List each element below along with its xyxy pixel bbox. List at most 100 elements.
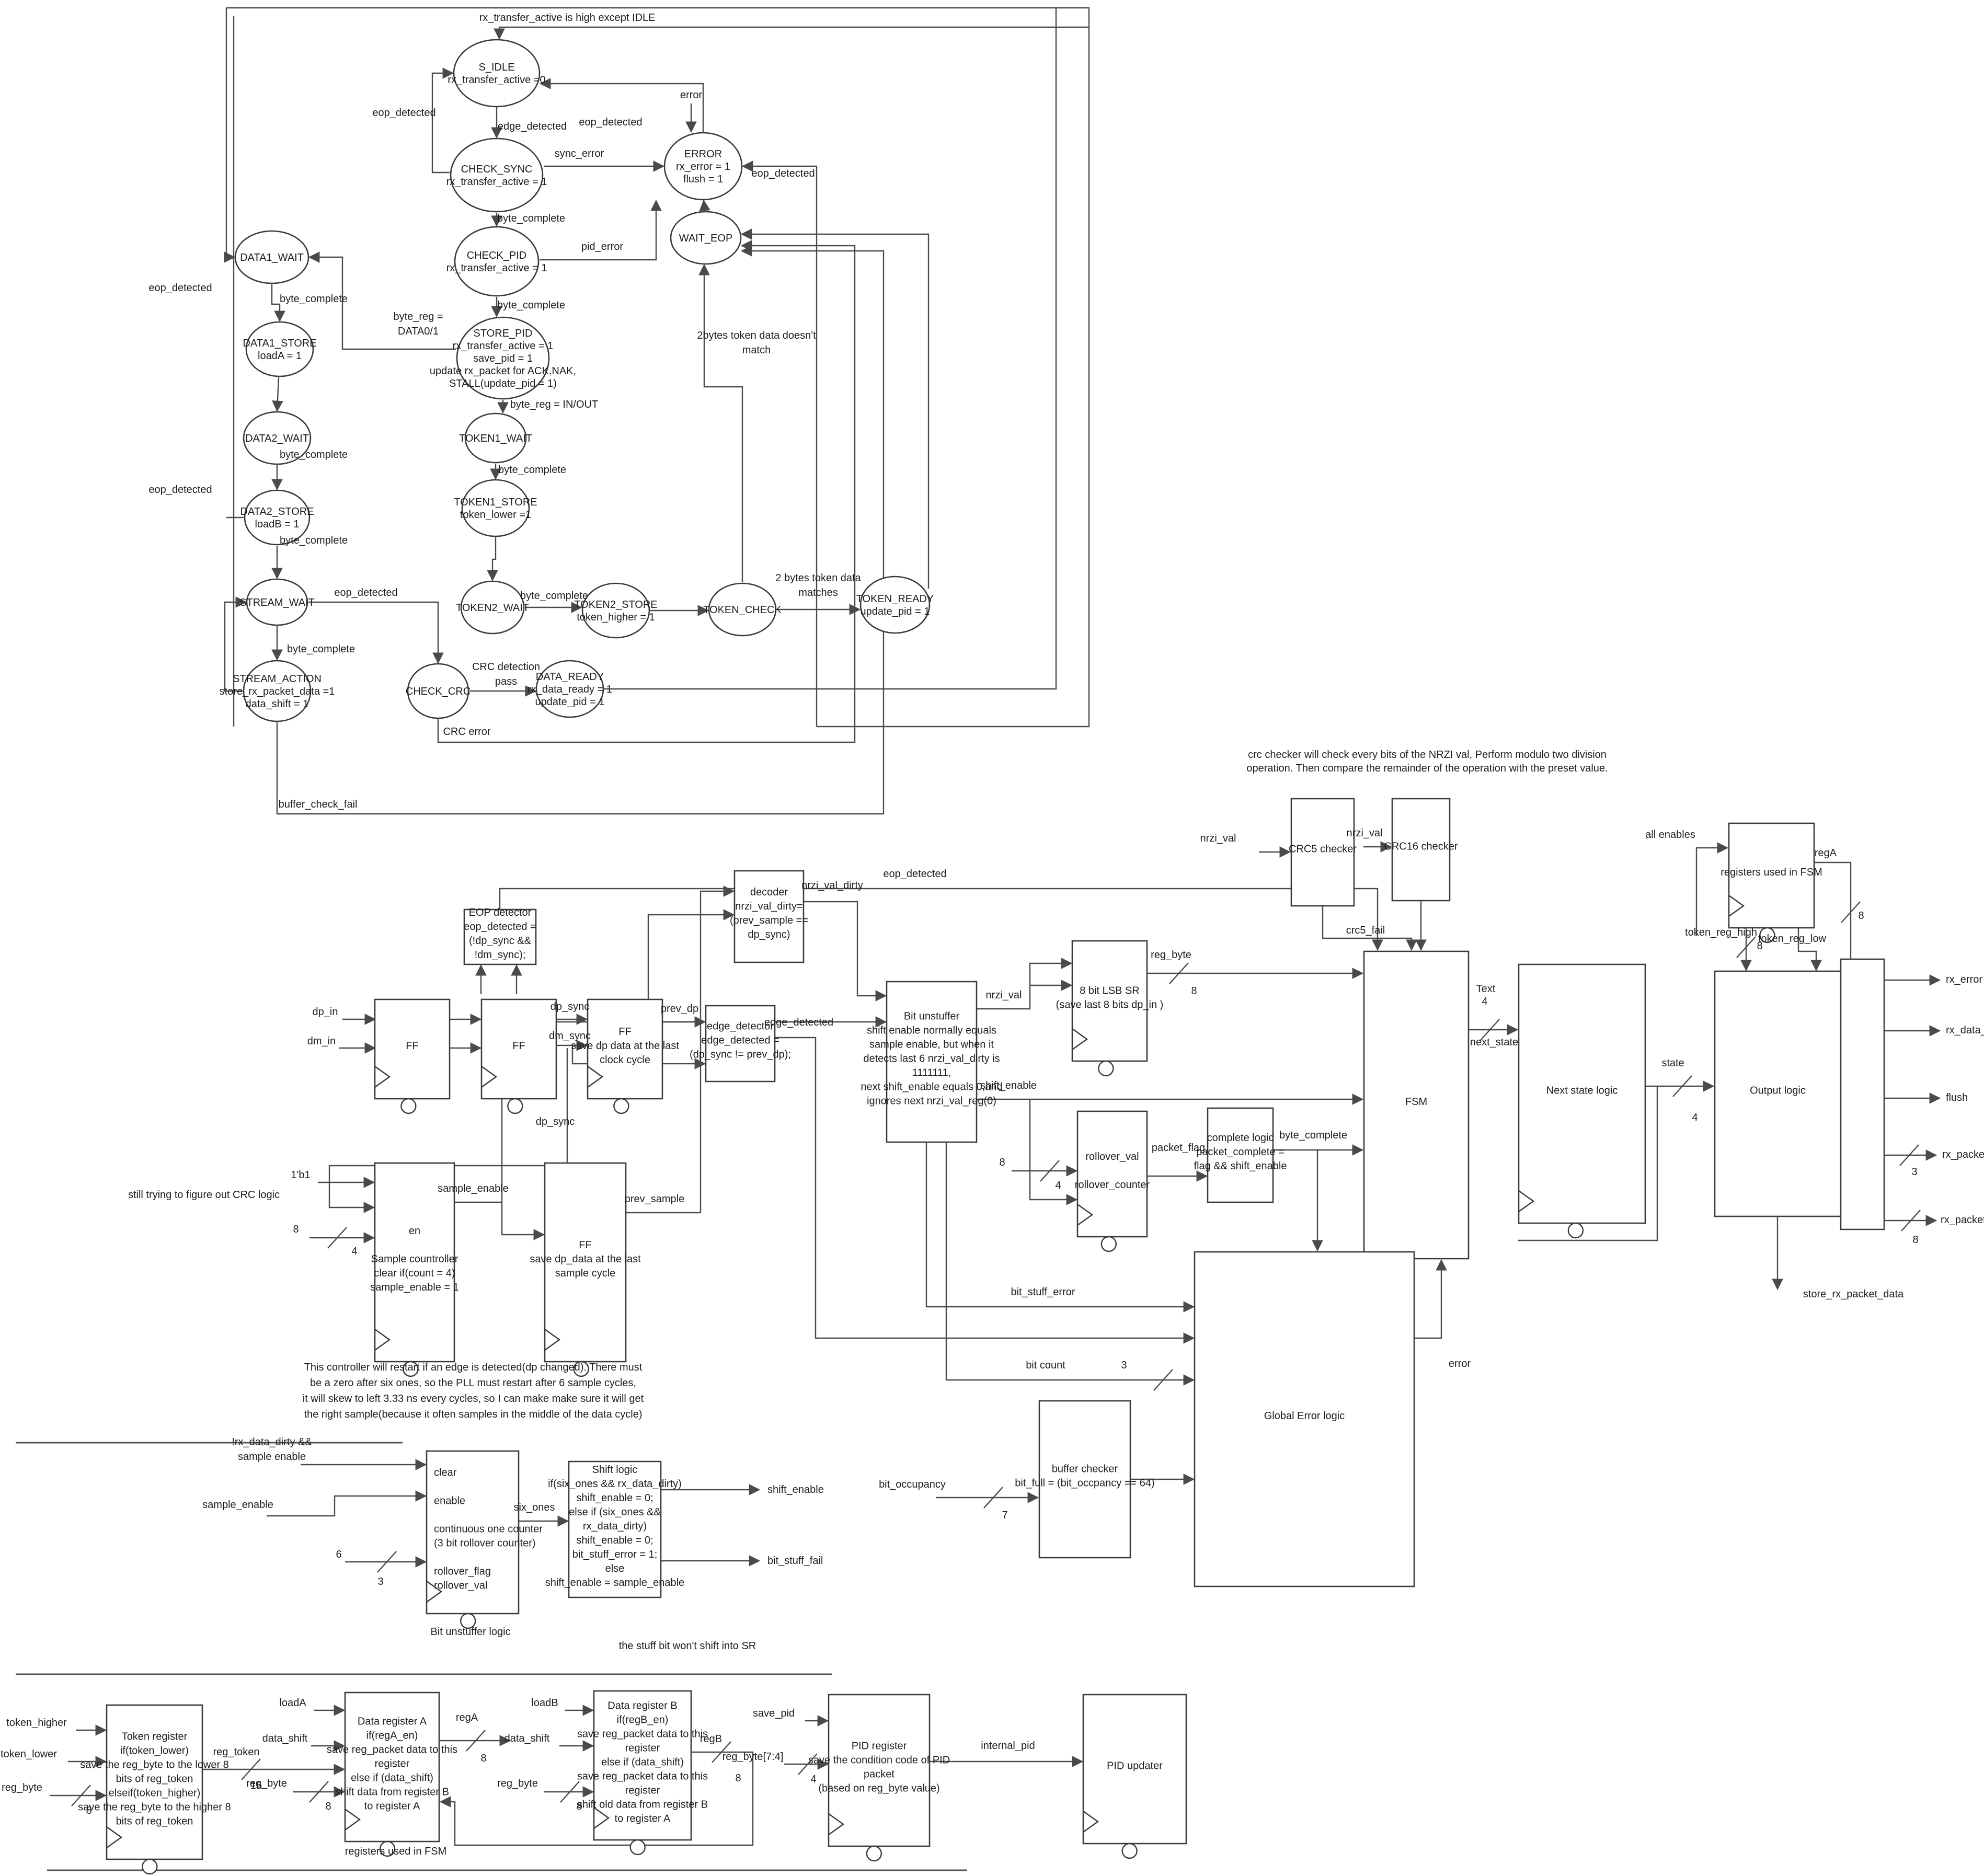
label-rx-packet: rx_packet: [1942, 1149, 1984, 1160]
label-reg-byte-2: reg_byte: [2, 1782, 42, 1793]
label-bus8-b: 8: [576, 1801, 582, 1812]
label-bus8-roll: 8: [999, 1157, 1005, 1168]
label-dp-sync-2: dp_sync: [536, 1116, 575, 1127]
clock-chevron-icon: [481, 1066, 498, 1088]
bus-width-slash: [327, 1227, 347, 1249]
state-label-token1-wait: TOKEN1_WAIT: [459, 433, 532, 444]
wire-d1store-d2wait: [272, 377, 283, 412]
label-nrzi-val-1: nrzi_val: [1200, 833, 1236, 844]
block-ff1: [374, 998, 451, 1100]
block-label-lsb-sr: 8 bit LSB SR(save last 8 bits dp_in ): [1056, 985, 1164, 1011]
wire-store-to-d1wait: [308, 251, 456, 350]
label-const-1b1: 1'b1: [291, 1169, 310, 1181]
block-pid-updater: [1082, 1694, 1187, 1845]
wire-pid-error-w: [540, 199, 662, 261]
wire-outer-left: [224, 8, 236, 263]
label-bus8-rxpd: 8: [1912, 1234, 1918, 1246]
label-bus8-regb: 8: [735, 1773, 741, 1784]
wire-crc5-fail-w: [1322, 906, 1417, 951]
bus-width-slash: [798, 1753, 818, 1775]
label-loadB: loadB: [531, 1697, 558, 1709]
label-bit-unstuffer-caption: Bit unstuffer logic: [430, 1626, 510, 1638]
block-label-one-counter: clear enable continuous one counter(3 bi…: [434, 1467, 543, 1592]
clock-chevron-icon: [1518, 1190, 1535, 1212]
state-token2-wait: [460, 580, 525, 635]
label-byte-complete-5: byte_complete: [280, 449, 348, 461]
block-label-crc5-checker: CRC5 checker: [1289, 844, 1357, 855]
label-crc5-fail: crc5_fail: [1346, 925, 1385, 936]
bus-width-slash: [1672, 1075, 1692, 1097]
clock-bubble-icon: [1100, 1236, 1117, 1252]
wire-sample-clear-w: [328, 1048, 568, 1213]
label-bus4-pid: 4: [810, 1774, 816, 1785]
wire-eopright-err: [741, 160, 818, 727]
state-stream-action: [243, 660, 312, 722]
label-eop-detected-6: eop_detected: [334, 587, 397, 599]
state-check-sync: [450, 137, 544, 213]
clock-chevron-icon: [106, 1826, 123, 1848]
clock-chevron-icon: [374, 1329, 391, 1351]
bus-width-slash: [1480, 1019, 1500, 1041]
wire-saction-loop: [224, 596, 247, 692]
label-data-shift-2: data_shift: [504, 1733, 550, 1744]
label-dm-sync: dm_sync: [549, 1030, 591, 1042]
bus-width-slash: [377, 1551, 397, 1573]
wire-right-return: [603, 8, 1057, 690]
label-regA-2: regA: [456, 1712, 478, 1723]
clock-bubble-icon: [379, 1840, 396, 1857]
wire-regA-w: [1814, 861, 1856, 972]
wire-error-w: [1414, 1259, 1447, 1339]
clock-chevron-icon: [1083, 1811, 1099, 1833]
bus-width-slash: [1153, 1369, 1173, 1391]
label-byte-complete-1: byte_complete: [497, 213, 565, 224]
label-reg-byte-4: reg_byte: [497, 1778, 538, 1789]
clock-bubble-icon: [460, 1613, 476, 1629]
label-bus3-roll: 3: [377, 1576, 383, 1587]
block-rollover-counter: [1076, 1110, 1148, 1238]
clock-bubble-icon: [1121, 1843, 1138, 1859]
label-registers-caption: registers used in FSM: [345, 1846, 447, 1857]
block-sample-controller: [374, 1162, 455, 1363]
label-eop-detected-7: eop_detected: [883, 868, 946, 880]
label-byte-complete-8: byte_complete: [287, 643, 355, 655]
label-bus8-rega: 8: [1858, 910, 1864, 922]
state-data1-store: [245, 321, 314, 377]
note-crc-checker-note: crc checker will check every bits of the…: [1246, 749, 1608, 774]
bus-width-slash: [1841, 901, 1861, 923]
block-decoder: [733, 870, 805, 963]
wire-tready-weop: [740, 228, 930, 589]
label-bit-stuff-error: bit_stuff_error: [1011, 1286, 1075, 1298]
block-complete-logic: [1207, 1107, 1274, 1203]
bus-width-slash: [1040, 1160, 1060, 1182]
block-label-pid-updater: PID updater: [1107, 1760, 1163, 1772]
bus-width-slash: [71, 1785, 91, 1806]
clock-chevron-icon: [426, 1581, 443, 1603]
label-eop-detected-2: eop_detected: [579, 117, 642, 128]
wire-dec-out: [804, 901, 887, 1002]
state-check-pid: [454, 226, 540, 297]
label-pid-error: pid_error: [581, 241, 623, 252]
block-crc5-checker: [1290, 798, 1355, 907]
state-label-token2-wait: TOKEN2_WAIT: [456, 602, 529, 614]
clock-bubble-icon: [1759, 927, 1775, 943]
label-packet-flag: packet_flag: [1152, 1142, 1205, 1154]
clock-chevron-icon: [828, 1813, 845, 1835]
state-token-check: [708, 582, 777, 637]
bus-width-slash: [560, 1781, 580, 1803]
bus-width-slash: [309, 1781, 329, 1803]
state-label-check-crc: CHECK_CRC: [406, 686, 471, 697]
label-edge-detected-1: edge_detected: [498, 121, 567, 132]
bus-width-slash: [1899, 1144, 1919, 1166]
label-bus3-bitcount: 3: [1121, 1360, 1127, 1371]
state-label-data2-wait: DATA2_WAIT: [245, 433, 309, 444]
